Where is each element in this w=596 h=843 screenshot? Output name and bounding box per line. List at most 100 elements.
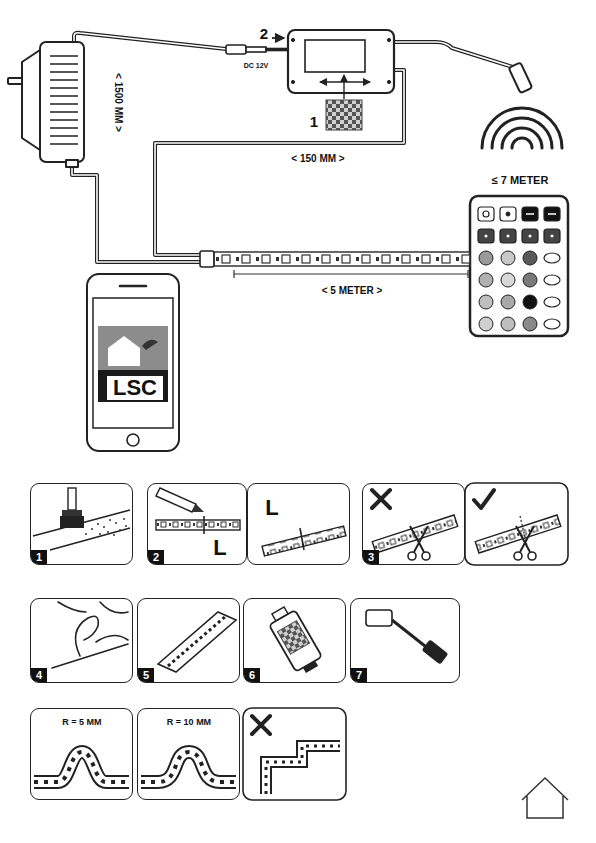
smartphone — [120, 285, 146, 288]
smartphone — [98, 370, 168, 402]
sharp-bend-illustration — [252, 716, 270, 734]
panel-label: L — [213, 536, 226, 560]
mounting-illustration — [158, 612, 236, 672]
peel-illustration — [58, 602, 128, 642]
smartphone — [93, 286, 173, 446]
marking-illustration — [156, 520, 240, 530]
remote-control — [526, 213, 534, 215]
cable — [72, 166, 200, 262]
ir-waves — [482, 108, 562, 148]
bend-panel: R = 5 MM — [30, 708, 133, 800]
controller — [288, 30, 394, 93]
remote-control — [507, 235, 510, 238]
smartphone — [142, 340, 158, 350]
controller — [291, 80, 294, 83]
home-icon — [522, 778, 568, 818]
arrow — [343, 75, 344, 99]
step-number: 1 — [31, 550, 47, 564]
connector-illustration — [303, 661, 318, 673]
remote-control — [479, 273, 493, 287]
correct-cut-illustration — [474, 490, 494, 508]
cleaning-illustration — [119, 529, 121, 531]
measure-illustration — [262, 526, 346, 556]
bend-illustration — [34, 752, 129, 782]
remote-control — [501, 273, 515, 287]
sharp-bend-illustration — [266, 746, 340, 794]
cleaning-illustration — [123, 518, 125, 520]
plug-illustration — [366, 610, 392, 626]
wrong-cut-illustration — [372, 490, 458, 560]
peel-illustration — [52, 644, 128, 668]
remote-control — [523, 295, 537, 309]
remote-control — [479, 251, 493, 265]
cable — [394, 42, 516, 68]
cable — [394, 42, 516, 68]
cleaning-illustration — [109, 519, 111, 521]
correct-cut-illustration — [516, 526, 534, 552]
cleaning-illustration — [33, 510, 130, 550]
step-number: 3 — [363, 550, 379, 564]
remote-control — [479, 317, 493, 331]
ir-receiver — [509, 62, 533, 93]
dc-jack — [226, 45, 288, 54]
remote-control — [478, 229, 494, 243]
controller — [305, 40, 365, 72]
remote-control — [506, 212, 510, 216]
smartphone — [127, 434, 139, 446]
remote-control — [470, 196, 568, 336]
peel-illustration — [52, 602, 128, 668]
bend-illustration — [141, 752, 236, 782]
power-adapter — [66, 160, 78, 167]
controller — [291, 38, 294, 41]
correct-cut-illustration — [528, 552, 536, 560]
correct-cut-illustration — [465, 483, 568, 565]
remote-control — [544, 275, 560, 285]
cable — [72, 166, 200, 262]
step-panel: 1 — [30, 483, 133, 565]
remote-control — [529, 235, 532, 238]
step-panel: L — [247, 483, 350, 565]
power-adapter — [8, 78, 22, 84]
wrong-cut-illustration — [372, 515, 457, 553]
callout-number: 2 — [260, 26, 268, 43]
bend-illustration — [34, 752, 236, 782]
correct-cut-illustration — [465, 483, 568, 565]
cleaning-illustration — [85, 533, 87, 535]
remote-control — [544, 253, 560, 263]
measure-illustration — [262, 526, 346, 556]
controller — [288, 30, 394, 93]
correct-cut-illustration — [514, 552, 522, 560]
panel-label: R = 5 MM — [62, 718, 101, 728]
step-panel: 3 — [362, 483, 465, 565]
ir-waves — [502, 128, 542, 148]
app-logo: LSC — [107, 376, 163, 400]
remote-control — [544, 297, 560, 307]
sharp-bend-illustration — [266, 746, 340, 794]
wrong-cut-illustration — [422, 552, 430, 560]
connector-illustration — [277, 621, 309, 655]
dimension-label: < 150 MM > — [291, 153, 344, 164]
plug-illustration — [423, 640, 448, 663]
sharp-bend-illustration — [243, 708, 346, 800]
bend-illustration — [141, 752, 236, 782]
power-adapter — [8, 42, 84, 167]
remote-control — [522, 207, 538, 221]
sharp-bend-illustration — [266, 746, 340, 794]
marking-illustration — [156, 488, 196, 512]
remote-control — [500, 229, 516, 243]
remote-control — [551, 235, 554, 238]
ir-waves — [512, 138, 532, 148]
ir-receiver — [509, 62, 533, 93]
cleaning-illustration — [97, 523, 99, 525]
wrong-cut-illustration — [408, 552, 416, 560]
dimension-label: < 5 METER > — [322, 285, 383, 296]
step-panel: 5 — [137, 598, 240, 683]
dc-jack — [246, 47, 266, 52]
callout-number: 1 — [310, 114, 318, 131]
plug-illustration — [366, 610, 447, 664]
remote-control — [544, 207, 560, 221]
cleaning-illustration — [85, 518, 127, 536]
step-panel: 4 — [30, 598, 133, 683]
smartphone — [93, 298, 173, 428]
